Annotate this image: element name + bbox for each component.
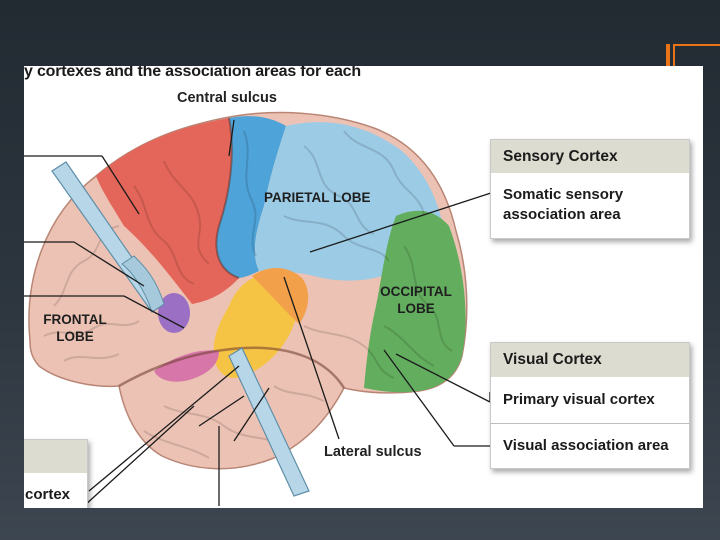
somatic-sensory-line2: association area <box>503 206 621 223</box>
pointer-wedges <box>51 161 310 497</box>
visual-cortex-panel: Visual Cortex Primary visual cortex Visu… <box>490 342 690 469</box>
visual-cortex-title: Visual Cortex <box>491 343 689 377</box>
left-panel-partial-text: cortex <box>25 486 71 503</box>
sensory-cortex-panel: Sensory Cortex Somatic sensory associati… <box>490 139 690 239</box>
central-sulcus-label: Central sulcus <box>177 90 277 106</box>
motor-cortex-region <box>96 118 239 304</box>
frontal-lobe-label: FRONTAL LOBE <box>38 311 112 345</box>
occipital-lobe-label-line1: OCCIPITAL <box>380 284 452 299</box>
occipital-region <box>364 210 466 393</box>
left-partial-panel: cortex <box>24 439 88 508</box>
brain-figure: y cortexes and the association areas for… <box>24 66 703 508</box>
occipital-lobe-label: OCCIPITAL LOBE <box>374 283 458 317</box>
sensory-cortex-title: Sensory Cortex <box>491 140 689 173</box>
primary-visual-cortex-item: Primary visual cortex <box>503 391 655 408</box>
parietal-lobe-label: PARIETAL LOBE <box>264 190 371 205</box>
figure-caption: y cortexes and the association areas for… <box>24 66 361 80</box>
left-panel-header <box>24 440 87 473</box>
visual-association-area-item: Visual association area <box>491 423 689 468</box>
occipital-lobe-label-line2: LOBE <box>397 301 435 316</box>
somatic-sensory-line1: Somatic sensory <box>503 186 624 203</box>
lateral-sulcus-label: Lateral sulcus <box>324 444 422 460</box>
frontal-lobe-label-line1: FRONTAL <box>43 312 107 327</box>
frontal-lobe-label-line2: LOBE <box>56 329 94 344</box>
somatic-sensory-association-area: Somatic sensory association area <box>491 173 689 225</box>
brain-diagram <box>24 111 495 507</box>
somatosensory-region <box>216 116 286 278</box>
